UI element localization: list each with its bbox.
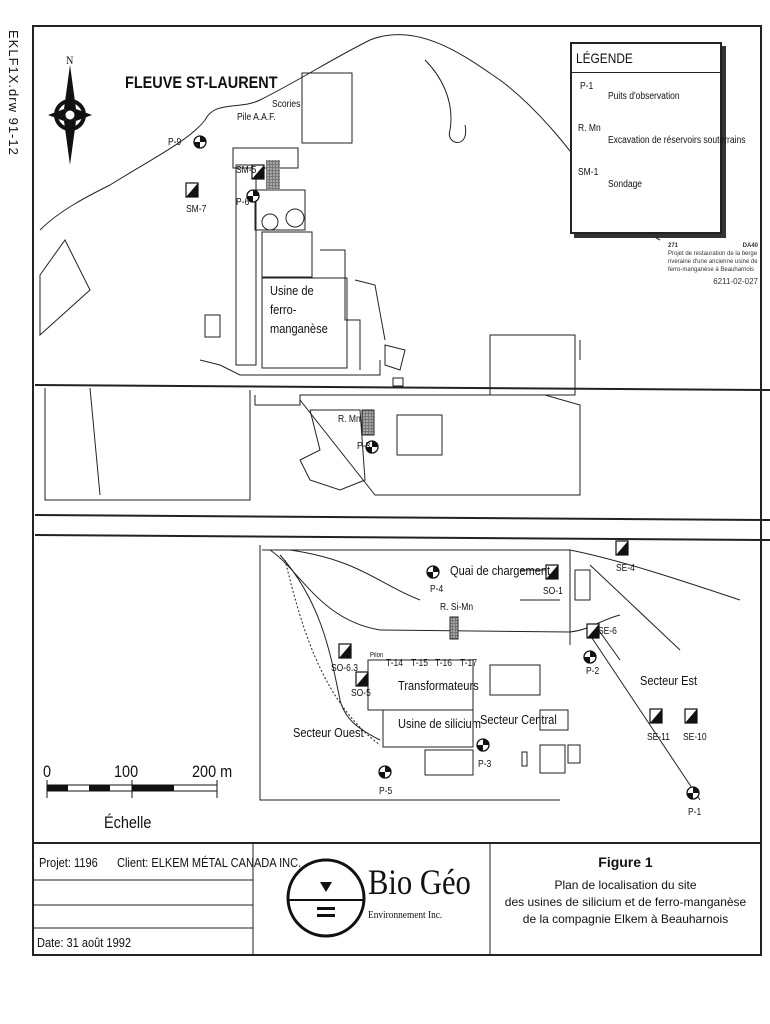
map-label: SO-6.3 xyxy=(331,663,358,674)
map-label: Secteur Central xyxy=(480,712,557,727)
scale-label: Échelle xyxy=(104,813,152,832)
info-number: 271 xyxy=(668,243,679,249)
caption-line: Plan de localisation du site xyxy=(554,878,697,892)
map-label: T-16 xyxy=(435,658,453,669)
legend-code: SM-1 xyxy=(578,167,599,178)
map-label: P-8 xyxy=(357,441,371,452)
map-label: P-4 xyxy=(430,584,444,595)
date: Date: 31 août 1992 xyxy=(37,935,132,950)
legend-title: LÉGENDE xyxy=(576,50,633,66)
map-label: manganèse xyxy=(270,321,328,336)
north-label: N xyxy=(66,53,74,67)
info-ref: 6211-02-027 xyxy=(713,277,758,286)
map-label: Transformateurs xyxy=(398,678,479,693)
bio-geo-logo xyxy=(286,858,366,938)
map-label: Usine de silicium xyxy=(398,716,481,731)
title-block: Projet: 1196 Client: ELKEM MÉTAL CANADA … xyxy=(33,842,761,956)
map-label: SM-5 xyxy=(236,165,257,176)
map-label: P-9 xyxy=(168,137,182,148)
info-text: Projet de restauration de la berge river… xyxy=(668,251,758,273)
map-label: SO-5 xyxy=(351,688,371,699)
map-label: Usine de xyxy=(270,283,314,298)
figure-title: Figure 1 xyxy=(598,854,653,870)
legend-label: Sondage xyxy=(608,179,643,190)
map-label: SE-10 xyxy=(683,732,707,743)
legend-label: Excavation de réservoirs souterrains xyxy=(608,135,746,146)
map-label: ferro- xyxy=(270,302,297,317)
map-label: T-14 xyxy=(386,658,404,669)
river-label: FLEUVE ST-LAURENT xyxy=(125,73,278,92)
map-label: SO-1 xyxy=(543,586,563,597)
scale-tick-100: 100 xyxy=(114,762,139,781)
map-label: R. Si-Mn xyxy=(440,602,474,613)
scale-tick-0: 0 xyxy=(43,762,52,781)
map-label: R. Mn xyxy=(338,414,361,425)
legend-code: P-1 xyxy=(580,81,594,92)
map-label: P-1 xyxy=(688,807,702,818)
map-label: SE-11 xyxy=(647,732,671,743)
map-label: Secteur Est xyxy=(640,673,698,688)
map-label: SM-7 xyxy=(186,204,207,215)
info-code: DA40 xyxy=(742,243,758,249)
north-arrow-icon xyxy=(48,65,92,165)
company-name: Bio Géo xyxy=(368,862,471,902)
map-label: SE-4 xyxy=(616,563,635,574)
map-label: SE-6 xyxy=(598,626,617,637)
drawing-info: 271 DA40 Projet de restauration de la be… xyxy=(668,242,758,286)
figure-caption: Figure 1 Plan de localisation du site de… xyxy=(490,844,761,956)
scale-tick-200: 200 m xyxy=(192,762,233,781)
map-label: Scories xyxy=(272,99,301,110)
legend: LÉGENDE P-1 Puits d'observation R. Mn Ex… xyxy=(570,42,745,234)
map-label: Pilon xyxy=(370,652,384,659)
map-label: Pile A.A.F. xyxy=(237,112,276,123)
legend-label: Puits d'observation xyxy=(608,91,680,102)
excavation-icon xyxy=(266,160,280,190)
map-label: Quai de chargement xyxy=(450,563,551,578)
caption-line: des usines de silicium et de ferro-manga… xyxy=(504,895,747,909)
map-label: P-3 xyxy=(478,759,492,770)
caption-line: de la compagnie Elkem à Beauharnois xyxy=(522,912,729,926)
scale-bar xyxy=(46,780,218,798)
map-label: T-17 xyxy=(460,658,478,669)
project-number: Projet: 1196 xyxy=(39,855,98,870)
legend-code: R. Mn xyxy=(578,123,601,134)
map-label: P-6 xyxy=(236,197,250,208)
map-label: Secteur Ouest xyxy=(293,725,364,740)
map-label: P-2 xyxy=(586,666,600,677)
map-label: P-5 xyxy=(379,786,393,797)
map-label: T-15 xyxy=(411,658,429,669)
client-name: Client: ELKEM MÉTAL CANADA INC. xyxy=(117,855,302,870)
company-subtitle: Environnement Inc. xyxy=(368,909,443,921)
